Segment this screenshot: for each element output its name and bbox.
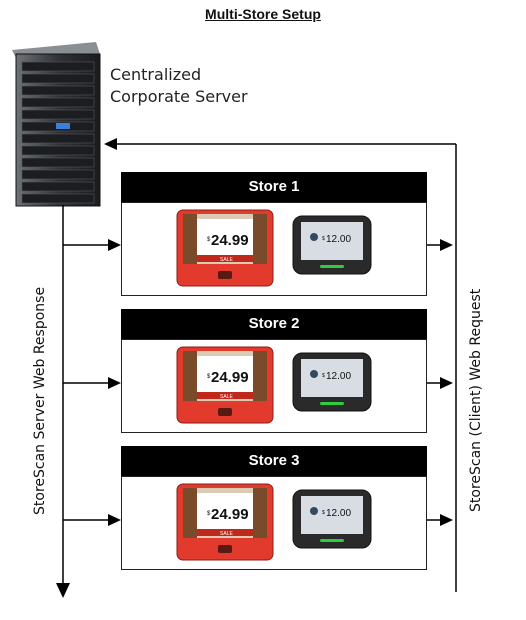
arrow-to-server (104, 138, 117, 150)
red-price: 24.99 (211, 506, 249, 523)
server-label: Centralized Corporate Server (110, 64, 248, 108)
diagram-title: Multi-Store Setup (205, 6, 321, 22)
arrow-down (56, 583, 70, 598)
dark-currency: $ (322, 510, 325, 516)
red-currency: $ (207, 511, 211, 517)
right-flow-label: StoreScan (Client) Web Request (468, 288, 484, 512)
server-label-line1: Centralized (110, 65, 202, 84)
dark-price-checker-device: $ 12.00 (292, 215, 372, 275)
store-2-box: $ 24.99 SALE $ 12.00 (121, 339, 427, 433)
dark-currency: $ (322, 373, 325, 379)
store-1-box: $ 24.99 SALE $ 12.00 (121, 202, 427, 296)
store-2-header: Store 2 (121, 309, 427, 339)
server-tower-icon (12, 42, 101, 207)
dark-price: 12.00 (326, 371, 351, 382)
store-1-header: Store 1 (121, 172, 427, 202)
red-price-checker-device: $ 24.99 SALE (176, 346, 274, 424)
store-3-header: Store 3 (121, 446, 427, 476)
dark-currency: $ (322, 236, 325, 242)
red-currency: $ (207, 374, 211, 380)
red-price-checker-device: $ 24.99 SALE (176, 483, 274, 561)
red-badge: SALE (220, 257, 233, 263)
red-price: 24.99 (211, 232, 249, 249)
dark-price: 12.00 (326, 234, 351, 245)
server-label-line2: Corporate Server (110, 87, 248, 106)
dark-price-checker-device: $ 12.00 (292, 489, 372, 549)
store-3-box: $ 24.99 SALE $ 12.00 (121, 476, 427, 570)
red-badge: SALE (220, 531, 233, 537)
left-flow-label: StoreScan Server Web Response (32, 286, 48, 515)
dark-price-checker-device: $ 12.00 (292, 352, 372, 412)
red-price-checker-device: $ 24.99 SALE (176, 209, 274, 287)
dark-price: 12.00 (326, 508, 351, 519)
red-badge: SALE (220, 394, 233, 400)
red-price: 24.99 (211, 369, 249, 386)
red-currency: $ (207, 237, 211, 243)
